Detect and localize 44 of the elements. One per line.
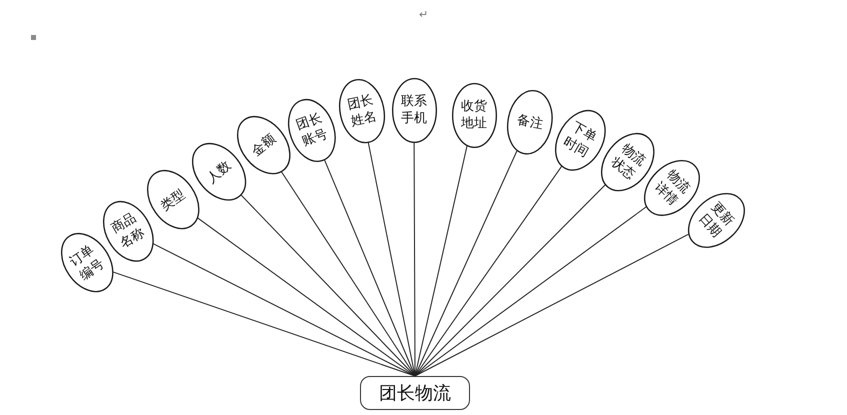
connector-line bbox=[152, 243, 416, 376]
attribute-label: 商品名称 bbox=[108, 210, 148, 252]
paragraph-mark: ↵ bbox=[419, 9, 428, 20]
attribute-label: 类型 bbox=[158, 186, 188, 214]
attribute-ellipse bbox=[146, 170, 200, 230]
attribute-ellipse bbox=[338, 78, 385, 144]
attribute-ellipse bbox=[102, 200, 154, 262]
attribute-label: 团长姓名 bbox=[346, 92, 378, 130]
connector-line bbox=[414, 206, 647, 376]
attribute-label: 备注 bbox=[516, 111, 544, 133]
attribute-ellipse bbox=[192, 143, 246, 201]
attribute-ellipse bbox=[392, 78, 436, 142]
attribute-label: 金额 bbox=[248, 130, 280, 160]
attribute-label: 团长账号 bbox=[294, 110, 330, 150]
attribute-label: 物流状态 bbox=[608, 140, 649, 184]
connector-line bbox=[368, 142, 416, 376]
connector-line bbox=[414, 234, 689, 376]
connector-line bbox=[112, 271, 416, 376]
connector-line bbox=[197, 217, 416, 376]
attribute-label: 下单时间 bbox=[560, 118, 600, 162]
attribute-ellipse bbox=[237, 116, 291, 174]
attribute-ellipse bbox=[452, 82, 496, 148]
connector-line bbox=[281, 171, 416, 376]
attribute-label: 更新日期 bbox=[695, 199, 738, 241]
connector-line bbox=[414, 166, 562, 376]
attribute-label: 人数 bbox=[204, 157, 234, 187]
connector-line bbox=[414, 145, 468, 376]
connector-line bbox=[324, 159, 416, 376]
attribute-ellipse bbox=[601, 132, 655, 192]
connector-line bbox=[240, 194, 416, 376]
attribute-ellipse bbox=[288, 98, 336, 162]
entity-box bbox=[360, 376, 470, 410]
attribute-label: 联系手机 bbox=[401, 93, 427, 127]
attribute-label: 收货地址 bbox=[461, 98, 487, 132]
connector-line bbox=[414, 150, 518, 376]
entity-label: 团长物流 bbox=[379, 382, 451, 405]
connector-line bbox=[414, 184, 606, 376]
attribute-label: 订单编号 bbox=[66, 242, 108, 284]
connector-line bbox=[414, 142, 416, 376]
attribute-label: 物流详情 bbox=[651, 166, 694, 210]
attribute-ellipse bbox=[507, 90, 553, 154]
attribute-ellipse bbox=[688, 192, 744, 248]
attribute-ellipse bbox=[60, 233, 114, 293]
attribute-ellipse bbox=[554, 110, 606, 170]
